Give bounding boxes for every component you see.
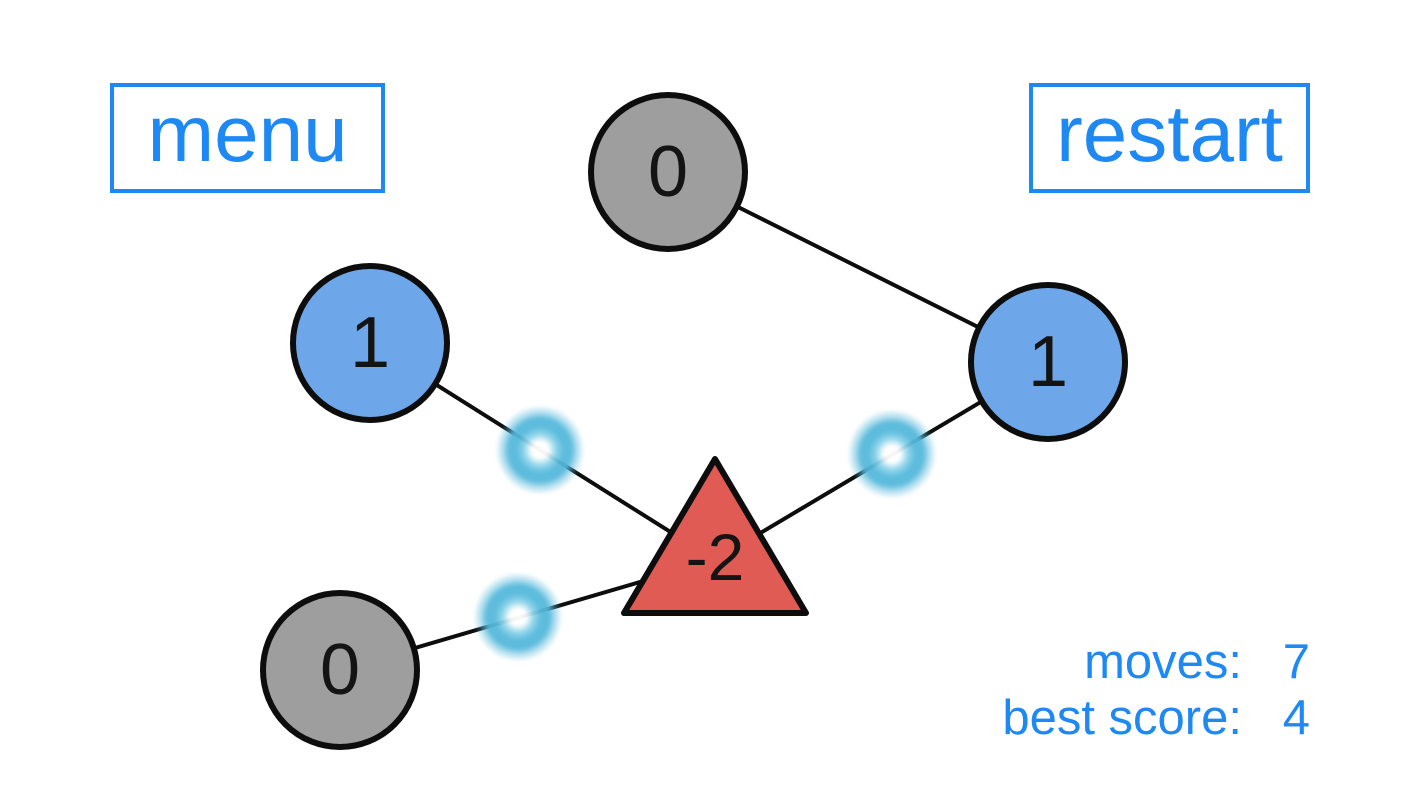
node-value: 1 (1027, 322, 1069, 402)
best-score-value: 4 (1282, 691, 1310, 745)
node-value: 1 (349, 303, 391, 383)
node-value: 0 (319, 630, 361, 710)
best-score-label: best score: (1002, 691, 1242, 745)
node-circle-bottom-left[interactable]: 0 (260, 590, 420, 750)
node-value: 0 (647, 132, 689, 212)
moves-value: 7 (1282, 635, 1310, 689)
score-hud: moves: 7 best score: 4 (1002, 638, 1310, 743)
node-triangle-center[interactable]: -2 (613, 450, 817, 622)
menu-button[interactable]: menu (110, 83, 385, 193)
node-circle-left[interactable]: 1 (290, 263, 450, 423)
moves-label: moves: (1084, 635, 1242, 689)
triangle-shape (621, 456, 809, 616)
restart-button[interactable]: restart (1029, 83, 1310, 193)
node-circle-right[interactable]: 1 (968, 282, 1128, 442)
node-circle-top[interactable]: 0 (588, 92, 748, 252)
